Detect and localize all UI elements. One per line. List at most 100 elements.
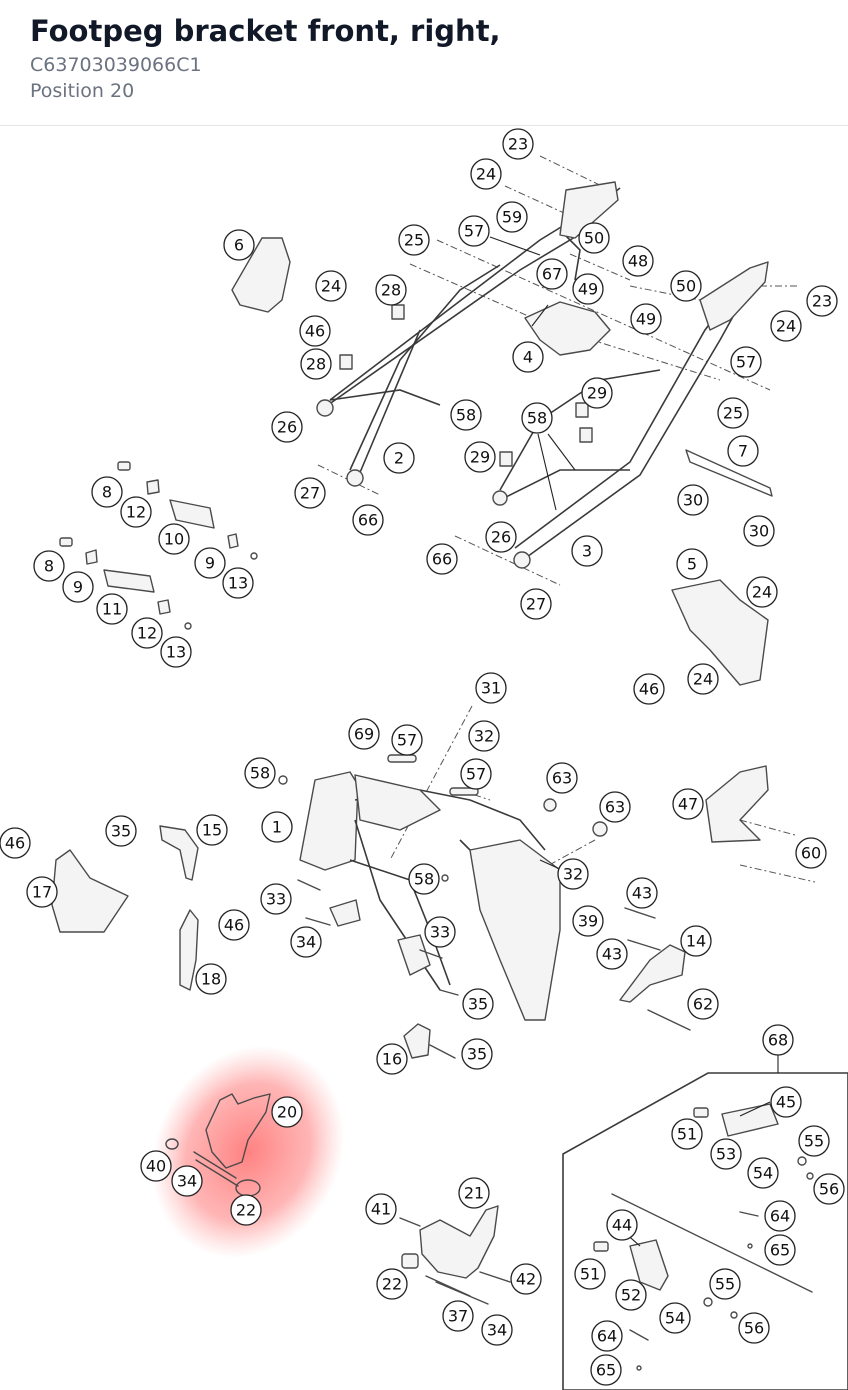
callout-22[interactable]: 22 bbox=[230, 1194, 262, 1226]
callout-8[interactable]: 8 bbox=[33, 550, 65, 582]
callout-10[interactable]: 10 bbox=[158, 523, 190, 555]
callout-46[interactable]: 46 bbox=[218, 909, 250, 941]
callout-54[interactable]: 54 bbox=[659, 1302, 691, 1334]
callout-17[interactable]: 17 bbox=[26, 876, 58, 908]
callout-43[interactable]: 43 bbox=[596, 938, 628, 970]
callout-43[interactable]: 43 bbox=[626, 877, 658, 909]
callout-46[interactable]: 46 bbox=[299, 315, 331, 347]
callout-29[interactable]: 29 bbox=[581, 377, 613, 409]
callout-63[interactable]: 63 bbox=[599, 791, 631, 823]
callout-23[interactable]: 23 bbox=[502, 128, 534, 160]
callout-28[interactable]: 28 bbox=[300, 348, 332, 380]
callout-69[interactable]: 69 bbox=[348, 718, 380, 750]
callout-30[interactable]: 30 bbox=[677, 484, 709, 516]
callout-56[interactable]: 56 bbox=[813, 1173, 845, 1205]
callout-2[interactable]: 2 bbox=[383, 442, 415, 474]
callout-57[interactable]: 57 bbox=[391, 724, 423, 756]
callout-57[interactable]: 57 bbox=[460, 758, 492, 790]
callout-44[interactable]: 44 bbox=[606, 1209, 638, 1241]
callout-67[interactable]: 67 bbox=[536, 258, 568, 290]
callout-6[interactable]: 6 bbox=[223, 229, 255, 261]
callout-65[interactable]: 65 bbox=[764, 1234, 796, 1266]
callout-15[interactable]: 15 bbox=[196, 814, 228, 846]
callout-33[interactable]: 33 bbox=[424, 916, 456, 948]
callout-28[interactable]: 28 bbox=[375, 274, 407, 306]
callout-46[interactable]: 46 bbox=[633, 673, 665, 705]
callout-52[interactable]: 52 bbox=[615, 1279, 647, 1311]
callout-58[interactable]: 58 bbox=[408, 863, 440, 895]
callout-33[interactable]: 33 bbox=[260, 883, 292, 915]
callout-30[interactable]: 30 bbox=[743, 515, 775, 547]
callout-8[interactable]: 8 bbox=[91, 476, 123, 508]
callout-12[interactable]: 12 bbox=[131, 617, 163, 649]
callout-57[interactable]: 57 bbox=[458, 215, 490, 247]
callout-13[interactable]: 13 bbox=[160, 636, 192, 668]
callout-49[interactable]: 49 bbox=[572, 273, 604, 305]
callout-25[interactable]: 25 bbox=[717, 397, 749, 429]
callout-64[interactable]: 64 bbox=[591, 1320, 623, 1352]
callout-64[interactable]: 64 bbox=[764, 1200, 796, 1232]
callout-60[interactable]: 60 bbox=[795, 837, 827, 869]
callout-35[interactable]: 35 bbox=[462, 988, 494, 1020]
callout-34[interactable]: 34 bbox=[481, 1314, 513, 1346]
callout-32[interactable]: 32 bbox=[557, 858, 589, 890]
callout-7[interactable]: 7 bbox=[727, 435, 759, 467]
callout-32[interactable]: 32 bbox=[468, 720, 500, 752]
callout-47[interactable]: 47 bbox=[672, 788, 704, 820]
callout-50[interactable]: 50 bbox=[670, 270, 702, 302]
callout-9[interactable]: 9 bbox=[62, 571, 94, 603]
callout-11[interactable]: 11 bbox=[96, 593, 128, 625]
callout-51[interactable]: 51 bbox=[671, 1118, 703, 1150]
callout-27[interactable]: 27 bbox=[294, 477, 326, 509]
callout-58[interactable]: 58 bbox=[521, 402, 553, 434]
callout-31[interactable]: 31 bbox=[475, 672, 507, 704]
callout-57[interactable]: 57 bbox=[730, 346, 762, 378]
callout-4[interactable]: 4 bbox=[512, 341, 544, 373]
callout-45[interactable]: 45 bbox=[770, 1086, 802, 1118]
callout-55[interactable]: 55 bbox=[798, 1125, 830, 1157]
callout-55[interactable]: 55 bbox=[709, 1268, 741, 1300]
callout-58[interactable]: 58 bbox=[244, 757, 276, 789]
callout-23[interactable]: 23 bbox=[806, 285, 838, 317]
callout-3[interactable]: 3 bbox=[571, 535, 603, 567]
callout-20[interactable]: 20 bbox=[271, 1096, 303, 1128]
callout-18[interactable]: 18 bbox=[195, 963, 227, 995]
callout-24[interactable]: 24 bbox=[746, 576, 778, 608]
callout-42[interactable]: 42 bbox=[510, 1263, 542, 1295]
callout-34[interactable]: 34 bbox=[171, 1165, 203, 1197]
callout-25[interactable]: 25 bbox=[398, 224, 430, 256]
callout-54[interactable]: 54 bbox=[747, 1157, 779, 1189]
callout-26[interactable]: 26 bbox=[271, 411, 303, 443]
callout-66[interactable]: 66 bbox=[426, 543, 458, 575]
callout-24[interactable]: 24 bbox=[770, 310, 802, 342]
callout-50[interactable]: 50 bbox=[578, 222, 610, 254]
callout-62[interactable]: 62 bbox=[687, 988, 719, 1020]
callout-9[interactable]: 9 bbox=[194, 547, 226, 579]
callout-39[interactable]: 39 bbox=[572, 905, 604, 937]
callout-46[interactable]: 46 bbox=[0, 827, 31, 859]
callout-37[interactable]: 37 bbox=[442, 1300, 474, 1332]
callout-51[interactable]: 51 bbox=[574, 1258, 606, 1290]
callout-22[interactable]: 22 bbox=[376, 1268, 408, 1300]
callout-13[interactable]: 13 bbox=[222, 567, 254, 599]
callout-41[interactable]: 41 bbox=[365, 1193, 397, 1225]
callout-29[interactable]: 29 bbox=[464, 441, 496, 473]
callout-26[interactable]: 26 bbox=[485, 521, 517, 553]
callout-14[interactable]: 14 bbox=[680, 925, 712, 957]
callout-48[interactable]: 48 bbox=[622, 245, 654, 277]
callout-21[interactable]: 21 bbox=[458, 1177, 490, 1209]
callout-65[interactable]: 65 bbox=[590, 1354, 622, 1386]
callout-24[interactable]: 24 bbox=[315, 270, 347, 302]
callout-16[interactable]: 16 bbox=[376, 1043, 408, 1075]
callout-34[interactable]: 34 bbox=[290, 926, 322, 958]
callout-1[interactable]: 1 bbox=[261, 811, 293, 843]
callout-56[interactable]: 56 bbox=[738, 1312, 770, 1344]
callout-66[interactable]: 66 bbox=[352, 504, 384, 536]
callout-63[interactable]: 63 bbox=[546, 762, 578, 794]
callout-68[interactable]: 68 bbox=[762, 1024, 794, 1056]
callout-40[interactable]: 40 bbox=[140, 1150, 172, 1182]
callout-35[interactable]: 35 bbox=[105, 815, 137, 847]
callout-12[interactable]: 12 bbox=[120, 496, 152, 528]
callout-27[interactable]: 27 bbox=[520, 588, 552, 620]
callout-58[interactable]: 58 bbox=[450, 399, 482, 431]
